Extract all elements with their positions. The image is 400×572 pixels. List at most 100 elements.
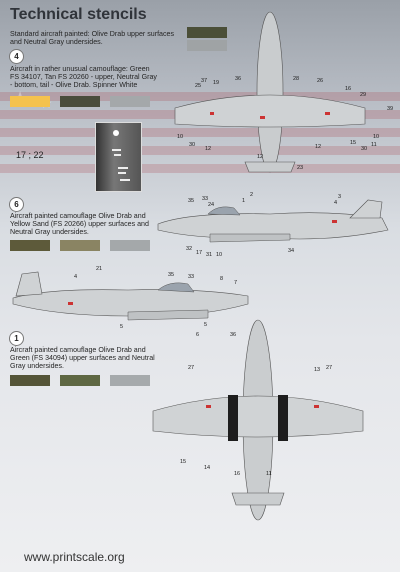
callout-number: 24: [208, 202, 214, 208]
callout-number: 31: [206, 252, 212, 258]
callout-number: 12: [205, 146, 211, 152]
stencil-closeup-insert: [95, 122, 142, 192]
stencil-closeup-art: [112, 130, 130, 181]
callout-number: 30: [189, 142, 195, 148]
wing-root: [127, 309, 209, 321]
callout-number: 33: [188, 274, 194, 280]
flag-stripe: [0, 146, 400, 155]
tailplane: [231, 492, 285, 506]
stencil-mark: [113, 130, 119, 136]
scheme-4-text: Aircraft in rather unusual camouflage: G…: [10, 65, 157, 90]
callout-number: 35: [188, 198, 194, 204]
callout-number: 6: [196, 332, 199, 338]
stencil-mark: [332, 220, 337, 223]
callout-number: 29: [360, 92, 366, 98]
callout-number: 39: [387, 106, 393, 112]
aircraft-side-view-upper: 35 33 24 2 1 3 4 32 31 10 17 34: [157, 192, 389, 258]
stencil-mark: [120, 179, 130, 181]
callout-number: 8: [220, 276, 223, 282]
callout-number: 34: [288, 248, 294, 254]
stencil-mark: [210, 112, 214, 115]
stencil-mark: [112, 149, 121, 151]
callout-number: 5: [120, 324, 123, 330]
callout-number: 11: [266, 471, 272, 477]
callout-number: 26: [317, 78, 323, 84]
aircraft-plan-view-bottom: 27 13 27 15 14 16 11: [152, 319, 364, 521]
callout-number: 16: [345, 86, 351, 92]
color-swatch-yellow-sand: [60, 240, 100, 251]
callout-number: 12: [257, 154, 263, 160]
callout-number: 14: [204, 465, 210, 471]
wing-root-band: [278, 395, 288, 441]
flag-stripe: [0, 92, 400, 101]
callout-number: 7: [234, 280, 237, 286]
flag-stripe: [0, 164, 400, 173]
wing-root: [209, 233, 291, 243]
stencil-mark: [118, 167, 128, 169]
callout-number: 15: [350, 140, 356, 146]
callout-number: 10: [177, 134, 183, 140]
aircraft-plan-view-top: 25 37 19 36 28 26 16 29 39 10 30 12 12 1…: [174, 11, 393, 173]
callout-number: 10: [216, 252, 222, 258]
color-swatch-neutral-gray: [110, 375, 150, 386]
wing: [174, 94, 366, 128]
tailplane: [244, 161, 296, 173]
scheme-1-text: Aircraft painted camouflage Olive Drab a…: [10, 346, 155, 371]
callout-number: 10: [373, 134, 379, 140]
fuselage: [256, 11, 284, 173]
scheme-standard-text: Standard aircraft painted: Olive Drab up…: [10, 30, 175, 47]
callout-number: 4: [334, 200, 337, 206]
color-swatch-neutral-gray: [187, 40, 227, 51]
callout-number: 32: [186, 246, 192, 252]
fuselage-side: [12, 289, 249, 317]
color-swatch-olive-drab: [10, 375, 50, 386]
canopy: [207, 206, 241, 216]
color-swatch-green: [60, 375, 100, 386]
callout-number: 36: [230, 332, 236, 338]
callout-number: 1: [242, 198, 245, 204]
color-swatch-olive-drab: [187, 27, 227, 38]
callout-number: 2: [250, 192, 253, 198]
callout-number: 37: [201, 78, 207, 84]
callout-number: 13: [314, 367, 320, 373]
callout-number: 15: [180, 459, 186, 465]
wing-root-band: [228, 395, 238, 441]
callout-number: 36: [235, 76, 241, 82]
scheme-number-badge: 4: [9, 49, 24, 64]
callout-number: 5: [204, 322, 207, 328]
insert-label: 17 ; 22: [16, 150, 44, 160]
wing: [152, 395, 364, 438]
stencil-mark: [68, 302, 73, 305]
stencil-mark: [325, 112, 330, 115]
callout-number: 27: [188, 365, 194, 371]
stencil-mark: [118, 172, 126, 174]
callout-number: 11: [371, 142, 377, 148]
callout-number: 3: [338, 194, 341, 200]
color-swatch-green: [60, 96, 100, 107]
stencil-mark: [314, 405, 319, 408]
stencil-mark: [114, 154, 121, 156]
tail-fin: [349, 199, 383, 219]
color-swatch-neutral-gray: [110, 240, 150, 251]
scheme-number-badge: 1: [9, 331, 24, 346]
stencil-mark: [260, 116, 265, 119]
color-swatch-tan: [10, 96, 50, 107]
callout-number: 19: [213, 80, 219, 86]
callout-number: 33: [202, 196, 208, 202]
callout-number: 16: [234, 471, 240, 477]
scheme-number-badge: 6: [9, 197, 24, 212]
callout-number: 25: [195, 83, 201, 89]
callout-number: 30: [361, 146, 367, 152]
callout-number: 21: [96, 266, 102, 272]
callout-number: 12: [315, 144, 321, 150]
tail-fin: [15, 271, 43, 297]
canopy: [157, 282, 195, 293]
callout-number: 35: [168, 272, 174, 278]
aircraft-side-view-lower: 21 4 35 33 8 7 5 6 36 5: [12, 266, 249, 338]
callout-number: 17: [196, 250, 202, 256]
website-url: www.printscale.org: [24, 550, 125, 564]
stencil-mark: [206, 405, 211, 408]
page-title: Technical stencils: [10, 6, 147, 23]
color-swatch-olive-drab: [10, 240, 50, 251]
